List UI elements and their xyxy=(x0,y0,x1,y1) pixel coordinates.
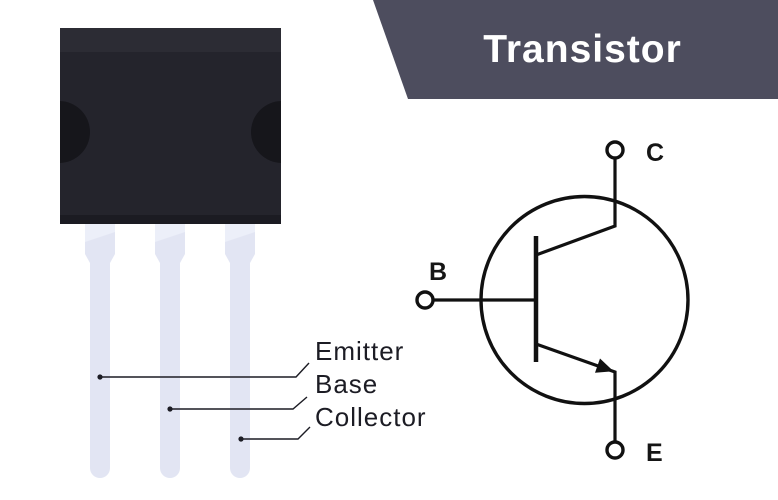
symbol-emitter-label: E xyxy=(646,439,664,467)
package-body-bottom-strip xyxy=(60,215,281,224)
pin-leader-lines xyxy=(97,362,311,442)
base-pin xyxy=(155,223,185,478)
symbol-collector-terminal xyxy=(605,140,625,160)
package-body-main xyxy=(60,28,281,224)
collector-leader-line xyxy=(241,426,311,440)
transistor-package-illustration xyxy=(60,28,281,478)
collector-pin-label: Collector xyxy=(315,402,427,432)
npn-transistor-symbol xyxy=(415,140,690,460)
page-title: Transistor xyxy=(483,27,682,71)
emitter-pin xyxy=(85,223,115,478)
package-body-top-strip xyxy=(60,28,281,52)
package-pins xyxy=(85,223,255,478)
symbol-base-label: B xyxy=(429,258,448,286)
base-leader-line xyxy=(170,396,308,410)
emitter-pin-highlight xyxy=(85,223,115,242)
title-banner: Transistor xyxy=(373,0,778,99)
collector-pin xyxy=(225,223,255,478)
package-body xyxy=(60,28,281,224)
emitter-pin-label: Emitter xyxy=(315,336,405,366)
package-hole-right xyxy=(251,101,281,163)
package-hole-left xyxy=(60,101,90,163)
symbol-collector-label: C xyxy=(646,139,665,167)
symbol-base-terminal xyxy=(415,290,435,310)
base-pin-label: Base xyxy=(315,369,379,399)
symbol-collector-lead xyxy=(535,158,617,257)
emitter-leader-line xyxy=(100,362,310,378)
symbol-emitter-terminal xyxy=(605,440,625,460)
symbol-emitter-arrowhead xyxy=(595,358,614,373)
collector-pin-highlight xyxy=(225,223,255,242)
symbol-emitter-lead xyxy=(535,342,617,442)
base-pin-highlight xyxy=(155,223,185,242)
